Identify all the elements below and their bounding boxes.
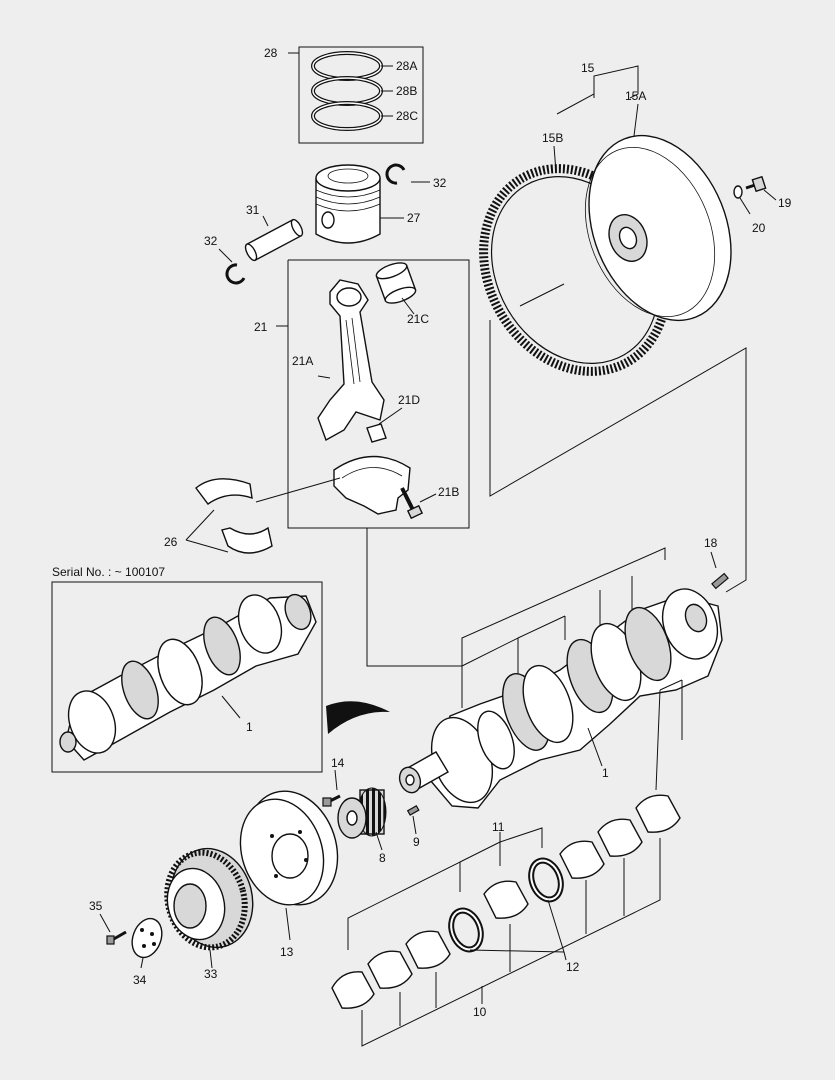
label-15a: 15A — [625, 89, 646, 103]
label-1-inset: 1 — [246, 720, 253, 734]
label-32-left: 32 — [204, 234, 218, 248]
crank-gear — [337, 787, 387, 839]
crankshaft — [398, 588, 723, 809]
label-35: 35 — [89, 899, 103, 913]
label-21b: 21B — [438, 485, 459, 499]
piston-assembly — [218, 163, 430, 285]
rod-bolt — [400, 487, 424, 520]
snap-ring-right — [385, 163, 406, 185]
label-33: 33 — [204, 967, 218, 981]
label-32-right: 32 — [433, 176, 447, 190]
flywheel-bolt — [745, 175, 767, 193]
gear-key — [406, 804, 420, 816]
ring-set-box — [298, 46, 424, 144]
flywheel-assembly — [479, 65, 777, 376]
callout-labels: Serial No. : ~ 100107 28 28A 28B 28C 32 … — [52, 46, 792, 1019]
label-12: 12 — [566, 960, 580, 974]
plate-bolt — [99, 913, 127, 945]
label-18: 18 — [704, 536, 718, 550]
label-28: 28 — [264, 46, 278, 60]
label-21c: 21C — [407, 312, 429, 326]
main-bearing-lower-row — [331, 794, 681, 1009]
early-serial-inset — [51, 581, 323, 773]
timing-gear-group — [322, 769, 420, 851]
rod-bearing-insert — [366, 423, 387, 443]
label-15: 15 — [581, 61, 595, 75]
label-28c: 28C — [396, 109, 418, 123]
thrust-washers — [448, 857, 564, 953]
label-21a: 21A — [292, 354, 313, 368]
label-11: 11 — [492, 820, 505, 834]
crank-pin-key — [710, 551, 729, 590]
label-21d: 21D — [398, 393, 420, 407]
label-14: 14 — [331, 756, 345, 770]
flywheel — [588, 134, 732, 322]
label-8: 8 — [379, 851, 386, 865]
label-15b: 15B — [542, 131, 563, 145]
label-13: 13 — [280, 945, 294, 959]
rod-cap — [333, 455, 411, 515]
label-28b: 28B — [396, 84, 417, 98]
label-19: 19 — [778, 196, 792, 210]
flywheel-bracket — [556, 65, 639, 115]
label-31: 31 — [246, 203, 260, 217]
small-end-bushing — [375, 262, 417, 304]
label-10: 10 — [473, 1005, 487, 1019]
replacement-arrow — [326, 701, 390, 734]
main-bearing-set — [331, 679, 683, 1047]
label-28a: 28A — [396, 59, 417, 73]
rod-bearing-shells — [185, 477, 341, 554]
damper-plate — [131, 917, 163, 969]
vibration-damper — [239, 790, 339, 941]
label-21: 21 — [254, 320, 268, 334]
serial-note: Serial No. : ~ 100107 — [52, 565, 165, 579]
bearing-shell-lower — [221, 526, 273, 554]
snap-ring-left — [225, 263, 246, 285]
label-1: 1 — [602, 766, 609, 780]
bearing-shell-upper — [195, 478, 253, 505]
inset-box — [51, 581, 323, 773]
label-20: 20 — [752, 221, 766, 235]
gear-bolt — [322, 794, 341, 807]
con-rod-box — [287, 259, 470, 529]
flywheel-washer — [733, 185, 743, 199]
piston-pin — [244, 218, 304, 262]
label-34: 34 — [133, 973, 147, 987]
label-27: 27 — [407, 211, 421, 225]
connecting-rod-assembly — [276, 259, 470, 529]
crank-pulley — [164, 847, 254, 969]
label-26: 26 — [164, 535, 178, 549]
piston-ring-set — [288, 46, 424, 144]
label-9: 9 — [413, 835, 420, 849]
